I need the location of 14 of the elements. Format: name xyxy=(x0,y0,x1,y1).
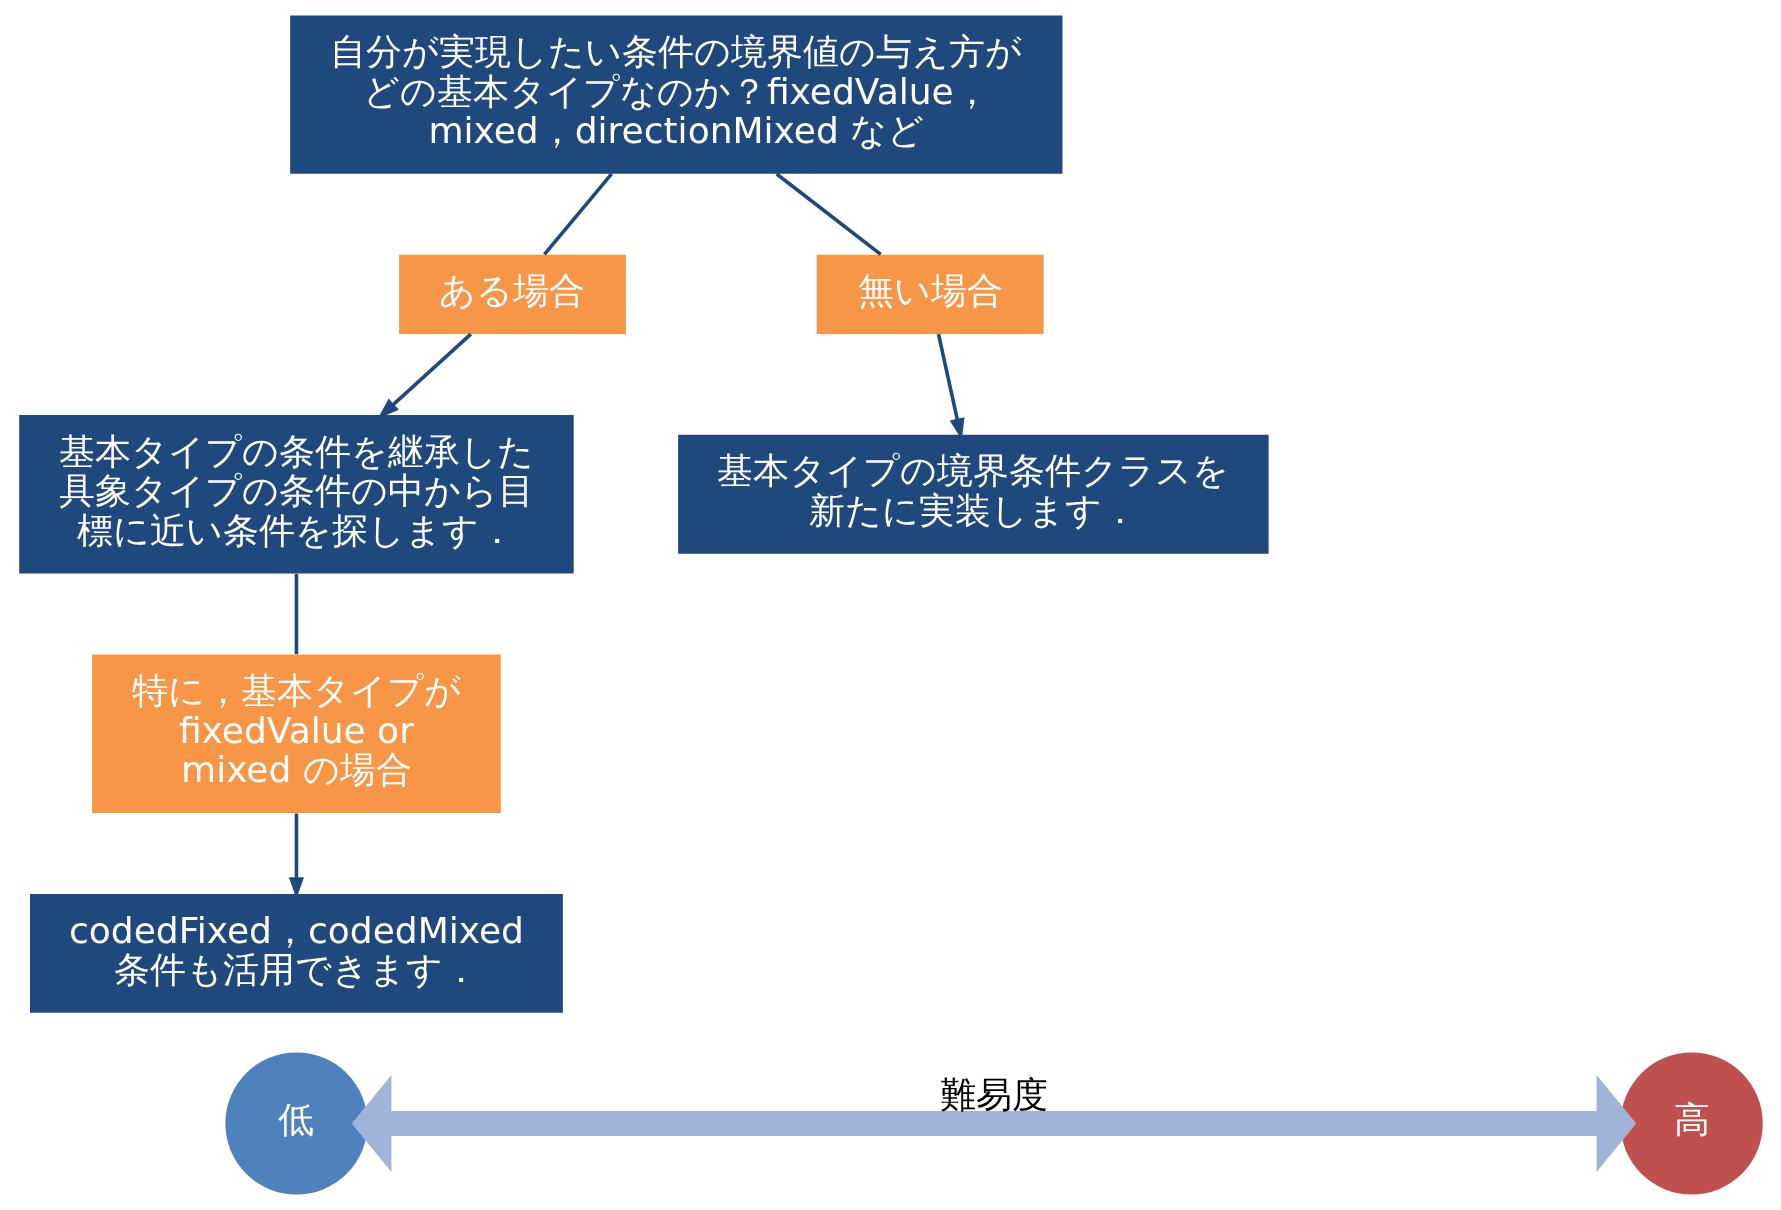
node-box: 基本タイプの境界条件クラスを新たに実装します． xyxy=(677,434,1269,554)
edge-label: 難易度 xyxy=(939,1074,1048,1116)
node-box: 特に，基本タイプがfixedValue or mixed の場合 xyxy=(91,654,501,813)
arrow xyxy=(351,1074,1636,1173)
node-box: ある場合 xyxy=(398,254,626,335)
node-box: 自分が実現したい条件の境界値の与え方がどの基本タイプなのか？fixedValue，mixed，directionMixed など xyxy=(289,15,1062,174)
connector xyxy=(294,573,298,655)
connector xyxy=(775,172,882,256)
node-circle: 高 xyxy=(1620,1052,1763,1195)
node-circle: 低 xyxy=(224,1052,368,1195)
connector xyxy=(542,172,613,256)
node-box: 無い場合 xyxy=(816,254,1044,335)
node-box: codedFixed，codedMixed 条件も活用できます． xyxy=(29,893,563,1013)
node-box: 基本タイプの条件を継承した具象タイプの条件の中から目標に近い条件を探します． xyxy=(18,415,574,574)
